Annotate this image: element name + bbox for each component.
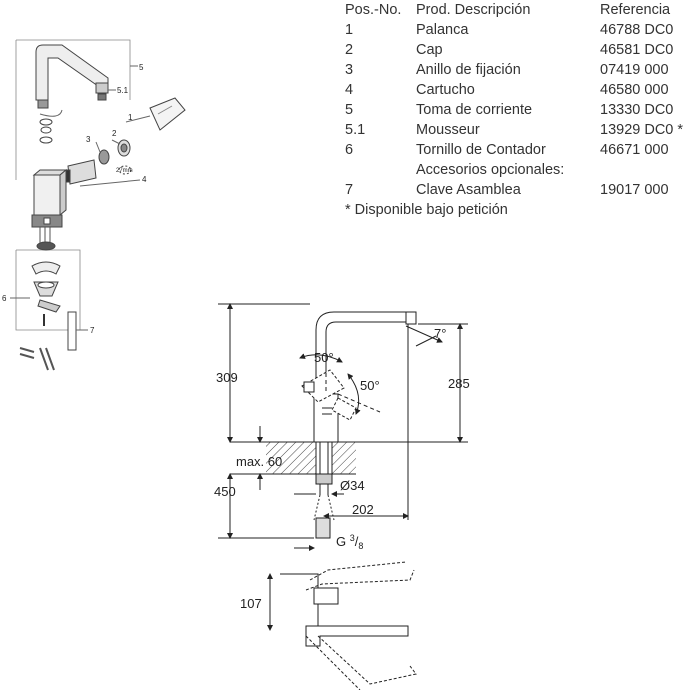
dim-diameter: Ø34 bbox=[340, 478, 365, 493]
cell-ref: 13330 DC0 bbox=[600, 102, 674, 118]
top-view bbox=[267, 561, 417, 690]
cell-pos: 7 bbox=[345, 182, 354, 198]
footnote: * Disponible bajo petición bbox=[345, 202, 508, 218]
dim-lever-depth: 107 bbox=[240, 596, 262, 611]
cell-desc: Mousseur bbox=[416, 122, 480, 138]
exploded-parts-diagram: 5 5.1 1 2 3 4 27mm 6 7 bbox=[2, 39, 186, 371]
cell-ref: 13929 DC0 * bbox=[600, 122, 684, 138]
cell-ref: 07419 000 bbox=[600, 62, 669, 78]
dim-thread: G 3/8 bbox=[336, 533, 363, 551]
cell-pos: 1 bbox=[345, 22, 354, 38]
cell-pos: 3 bbox=[345, 62, 354, 78]
dimension-drawing: 50° 50° 7° 309 285 max. 60 450 Ø34 202 G… bbox=[214, 303, 470, 690]
cell-pos: 5.1 bbox=[345, 122, 366, 138]
table-row: 4 Cartucho 46580 000 bbox=[345, 80, 695, 100]
cell-ref: 46580 000 bbox=[600, 82, 669, 98]
dim-max-deck: max. 60 bbox=[236, 454, 282, 469]
callout-2: 2 bbox=[112, 129, 117, 138]
callout-5-1: 5.1 bbox=[117, 86, 129, 95]
cell-desc: Cap bbox=[416, 42, 443, 58]
cell-desc: Anillo de fijación bbox=[416, 62, 521, 78]
header-pos: Pos.-No. bbox=[345, 2, 402, 18]
cell-pos: 5 bbox=[345, 102, 354, 118]
counter-section bbox=[266, 441, 356, 539]
table-row: 1 Palanca 46788 DC0 bbox=[345, 20, 695, 40]
table-row: 5 Toma de corriente 13330 DC0 bbox=[345, 100, 695, 120]
cell-desc: Clave Asamblea bbox=[416, 182, 521, 198]
callout-1: 1 bbox=[128, 113, 133, 122]
cap-part bbox=[117, 139, 131, 157]
cell-pos: 2 bbox=[345, 42, 354, 58]
callout-6: 6 bbox=[2, 294, 7, 303]
callout-3: 3 bbox=[86, 135, 91, 144]
callout-5: 5 bbox=[139, 63, 144, 72]
footnote-row: * Disponible bajo petición bbox=[345, 200, 695, 220]
table-row: 6 Tornillo de Contador 46671 000 bbox=[345, 140, 695, 160]
callout-7: 7 bbox=[90, 326, 95, 335]
cell-desc: Toma de corriente bbox=[416, 102, 533, 118]
cell-pos: 4 bbox=[345, 82, 354, 98]
fixing-set-part bbox=[31, 241, 61, 326]
table-row: 7 Clave Asamblea 19017 000 bbox=[345, 180, 695, 200]
table-row: Accesorios opcionales: bbox=[345, 160, 695, 180]
body-part bbox=[31, 168, 68, 228]
header-desc: Prod. Descripción bbox=[416, 2, 531, 18]
dim-angle-spout: 7° bbox=[434, 326, 446, 341]
faucet-side-view bbox=[301, 311, 417, 443]
cell-desc: Palanca bbox=[416, 22, 469, 38]
cell-desc: Accesorios opcionales: bbox=[416, 162, 565, 178]
table-row: 2 Cap 46581 DC0 bbox=[345, 40, 695, 60]
cartridge-part bbox=[61, 159, 97, 185]
dim-angle-lever-up: 50° bbox=[314, 350, 334, 365]
lever-part bbox=[149, 97, 186, 131]
callout-4: 4 bbox=[142, 175, 147, 184]
table-header: Pos.-No. Prod. Descripción Referencia bbox=[345, 0, 695, 20]
cell-desc: Cartucho bbox=[416, 82, 475, 98]
hoses-part bbox=[19, 347, 55, 371]
cell-ref: 46788 DC0 bbox=[600, 22, 674, 38]
cell-desc: Tornillo de Contador bbox=[416, 142, 546, 158]
cell-ref: 46581 DC0 bbox=[600, 42, 674, 58]
callout-frame bbox=[16, 39, 131, 100]
o-ring-part bbox=[39, 118, 53, 126]
assembly-key-part bbox=[67, 311, 86, 351]
dim-angle-lever-side: 50° bbox=[360, 378, 380, 393]
aerator-part bbox=[95, 82, 109, 101]
cell-ref: 46671 000 bbox=[600, 142, 669, 158]
dim-height-total: 309 bbox=[216, 370, 238, 385]
dim-length-hose: 450 bbox=[214, 484, 236, 499]
spout-part bbox=[35, 44, 109, 101]
size-note: 27mm bbox=[116, 168, 133, 174]
table-row: 3 Anillo de fijación 07419 000 bbox=[345, 60, 695, 80]
cell-pos: 6 bbox=[345, 142, 354, 158]
table-row: 5.1 Mousseur 13929 DC0 * bbox=[345, 120, 695, 140]
cell-ref: 19017 000 bbox=[600, 182, 669, 198]
header-ref: Referencia bbox=[600, 2, 671, 18]
parts-table: Pos.-No. Prod. Descripción Referencia 1 … bbox=[345, 0, 695, 220]
dim-reach: 202 bbox=[352, 502, 374, 517]
fixing-ring-part bbox=[98, 149, 110, 165]
dim-height-spout: 285 bbox=[448, 376, 470, 391]
